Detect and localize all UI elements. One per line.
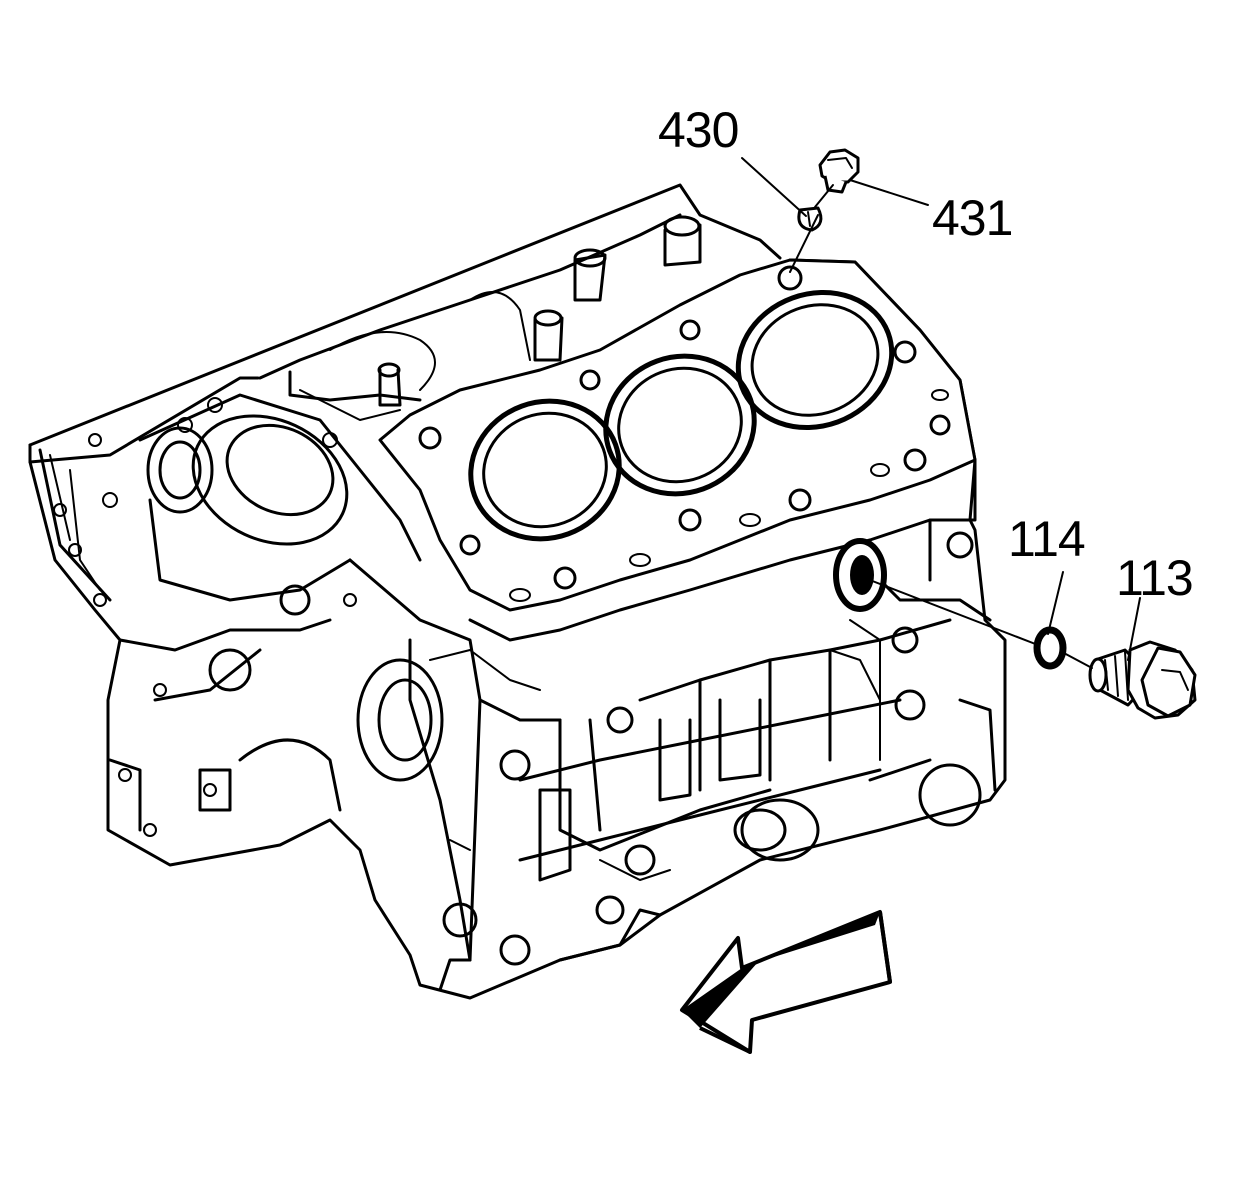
callout-431: 431 [932,190,1013,246]
front-direction-arrow [680,910,892,1054]
oil-gallery-plug-431 [818,148,860,194]
oil-gallery-bolt-113 [1088,640,1197,720]
seal-ring-114 [1033,626,1067,670]
engine-block [28,183,1007,1000]
callout-114: 114 [1008,511,1086,567]
callout-430: 430 [658,102,739,158]
callout-113: 113 [1116,550,1194,606]
leader-lines [741,157,1141,669]
